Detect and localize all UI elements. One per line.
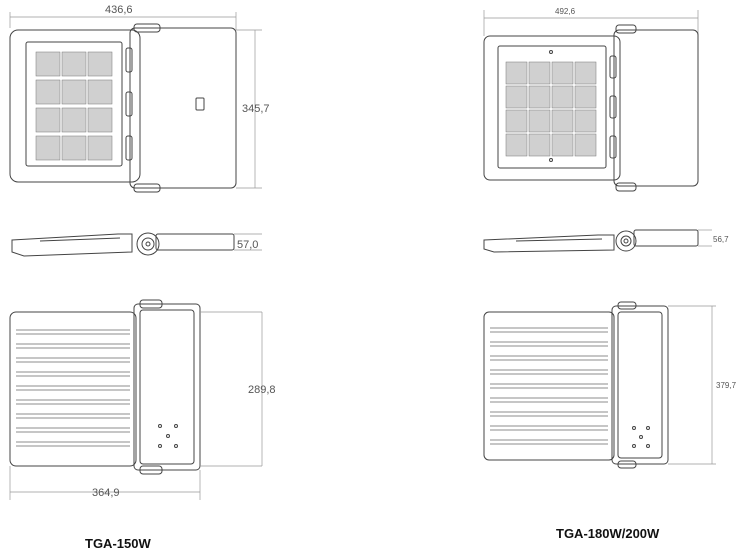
tga-180w-200w-led-array [505, 61, 597, 157]
tga-150w-overall-width-label: 436,6 [105, 4, 133, 16]
tga-180w-200w-drawings: 492,6 56,7 [483, 7, 737, 469]
tga-150w-height-label: 345,7 [242, 103, 270, 115]
tga-150w-side-view [11, 232, 262, 257]
tga-180w-200w-side-view [483, 229, 712, 253]
tga-180w-200w-front-view [483, 10, 699, 192]
tga-150w-rear-view [9, 299, 263, 500]
tga-150w-rear-width-label: 364,9 [92, 487, 120, 499]
tga-180w-200w-rear-height-label: 379,7 [716, 381, 737, 390]
tga-180w-200w-rear-view [483, 301, 716, 469]
tga-180w-200w-model-caption: TGA-180W/200W [556, 526, 660, 541]
tga-150w-rear-height-label: 289,8 [248, 384, 276, 396]
tga-180w-200w-heat-sink-fins [490, 327, 608, 445]
tga-150w-front-view [9, 12, 262, 193]
tga-150w-profile-height-label: 57,0 [237, 239, 258, 251]
tga-150w-drawings: 436,6 345,7 57,0 [9, 4, 276, 500]
tga-180w-200w-profile-height-label: 56,7 [713, 235, 729, 244]
tga-180w-200w-overall-width-label: 492,6 [555, 7, 576, 16]
tga-150w-led-array [35, 51, 113, 161]
tga-150w-model-caption: TGA-150W [85, 536, 151, 551]
tga-150w-heat-sink-fins [16, 329, 130, 447]
